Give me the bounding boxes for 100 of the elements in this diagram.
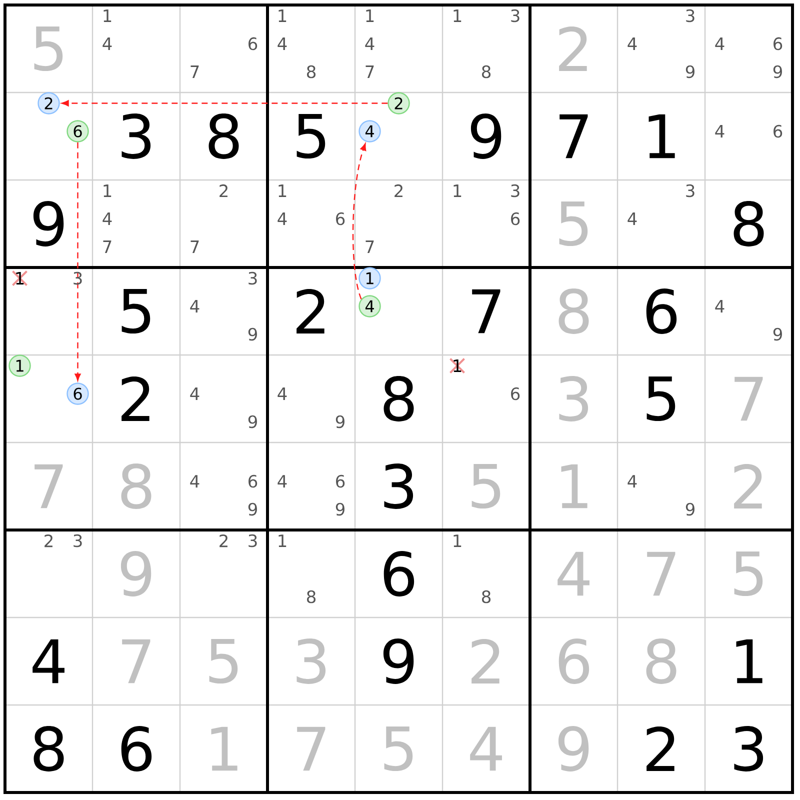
given-digit: 8	[558, 288, 589, 334]
solved-digit: 2	[646, 726, 674, 772]
candidate-digit: 1	[366, 10, 374, 22]
given-digit: 7	[297, 726, 326, 771]
candidate-digit: 2	[220, 534, 228, 548]
circled-candidate: 1	[358, 267, 381, 290]
solved-digit: 6	[121, 726, 152, 772]
solved-digit: 8	[208, 114, 239, 159]
solved-digit: 6	[384, 551, 414, 596]
candidate-digit: 9	[686, 502, 694, 516]
given-digit: 5	[734, 551, 763, 596]
chain-arrow	[74, 142, 81, 381]
candidate-digit: 8	[307, 590, 316, 604]
candidate-digit: 9	[773, 65, 782, 78]
solved-digit: 2	[296, 288, 324, 334]
candidate-digit: 6	[511, 212, 520, 226]
given-digit: 3	[296, 638, 326, 684]
candidate-digit: 4	[715, 38, 724, 50]
circled-candidate: 2	[388, 92, 410, 114]
candidate-digit: 4	[190, 300, 200, 312]
given-digit: 4	[470, 726, 502, 771]
candidate-digit: 9	[336, 502, 344, 516]
candidate-digit: 1	[454, 534, 462, 547]
candidate-digit: 3	[511, 9, 520, 22]
given-digit: 7	[647, 552, 676, 596]
solved-digit: 9	[470, 114, 502, 159]
candidate-digit: 3	[248, 534, 257, 548]
candidate-digit: 1	[278, 10, 286, 22]
candidate-digit: 4	[628, 212, 637, 225]
given-digit: 1	[561, 464, 588, 508]
circled-candidate: 4	[358, 120, 381, 142]
candidate-digit: 1	[104, 184, 112, 197]
candidate-digit: 1	[278, 534, 286, 547]
candidate-digit: 4	[190, 475, 200, 488]
solved-digit: 7	[472, 289, 500, 334]
candidate-digit: 4	[190, 388, 200, 400]
solved-digit: 2	[122, 376, 150, 422]
candidate-digit: 2	[394, 184, 402, 198]
candidate-digit: 9	[248, 415, 257, 428]
candidate-digit: 4	[102, 38, 112, 50]
circled-candidate: 1	[8, 354, 31, 377]
candidate-digit: 3	[74, 534, 82, 548]
solved-digit: 5	[646, 376, 676, 422]
solved-digit: 8	[384, 376, 414, 422]
crossed-out-candidate: 1	[449, 358, 466, 374]
candidate-digit: 4	[715, 125, 724, 138]
candidate-digit: 1	[454, 184, 462, 197]
solved-digit: 3	[122, 114, 151, 159]
given-digit: 9	[558, 726, 589, 772]
given-digit: 5	[209, 638, 238, 684]
solved-digit: 7	[560, 114, 588, 158]
candidate-digit: 4	[278, 475, 287, 488]
candidate-digit: 1	[278, 184, 286, 197]
candidate-digit: 3	[74, 272, 82, 285]
circled-candidate: 4	[358, 295, 381, 318]
candidate-digit: 7	[366, 66, 374, 78]
solved-digit: 6	[646, 288, 677, 334]
candidate-digit: 7	[366, 240, 374, 253]
candidate-digit: 6	[336, 212, 345, 226]
candidate-digit: 6	[774, 124, 782, 138]
candidate-digit: 4	[102, 212, 112, 225]
candidate-digit: 7	[190, 240, 199, 253]
candidate-digit: 2	[220, 184, 228, 198]
candidate-digit: 1	[104, 10, 112, 22]
candidate-digit: 6	[511, 387, 520, 400]
given-digit: 6	[558, 638, 590, 684]
solved-digit: 5	[122, 288, 150, 334]
candidate-digit: 8	[482, 65, 490, 78]
solved-digit: 8	[34, 726, 64, 772]
given-digit: 5	[472, 464, 500, 509]
solved-digit: 8	[734, 201, 764, 246]
candidate-digit: 8	[307, 65, 316, 78]
candidate-digit: 9	[336, 415, 344, 428]
candidate-digit: 6	[774, 37, 782, 50]
given-digit: 7	[34, 464, 63, 508]
candidate-digit: 4	[628, 38, 637, 50]
solved-digit: 9	[33, 201, 64, 246]
given-digit: 5	[34, 26, 63, 72]
candidate-digit: 1	[454, 10, 462, 22]
candidate-digit: 9	[248, 502, 257, 516]
candidate-digit: 7	[103, 240, 112, 253]
candidate-digit: 3	[511, 184, 520, 198]
candidate-digit: 4	[278, 38, 287, 50]
solved-digit: 5	[296, 114, 326, 159]
candidate-digit: 7	[190, 66, 199, 78]
solved-digit: 3	[734, 726, 764, 772]
candidate-digit: 8	[482, 590, 490, 604]
candidate-digit: 9	[248, 328, 257, 341]
given-digit: 5	[384, 726, 413, 772]
given-digit: 8	[646, 638, 676, 684]
circled-candidate: 2	[38, 92, 60, 114]
given-digit: 7	[734, 376, 763, 421]
solved-digit: 3	[384, 464, 414, 509]
solved-digit: 1	[736, 639, 762, 684]
solved-digit: 4	[32, 639, 64, 684]
candidate-digit: 9	[686, 65, 694, 78]
given-digit: 2	[734, 464, 762, 509]
solved-digit: 9	[383, 638, 414, 684]
circled-candidate: 6	[66, 382, 89, 405]
given-digit: 2	[472, 638, 500, 684]
